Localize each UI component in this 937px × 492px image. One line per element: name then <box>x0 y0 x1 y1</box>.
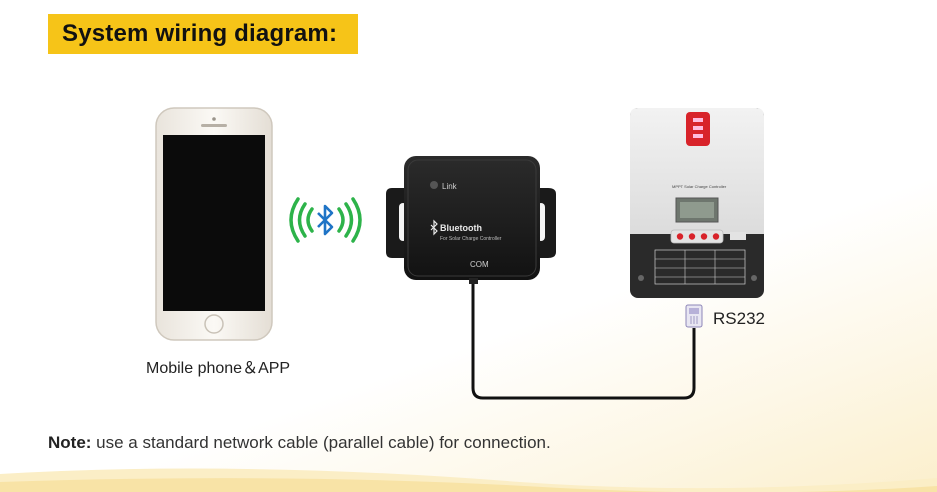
solar-charge-controller <box>630 108 764 298</box>
rs232-port-label: RS232 <box>713 309 765 328</box>
bluetooth-sub-label: For Solar Charge Controller <box>440 236 502 242</box>
note-prefix: Note: <box>48 433 92 452</box>
rj45-connector-icon <box>685 304 703 328</box>
bottom-wave-decoration <box>0 468 937 492</box>
com-port-label: COM <box>470 260 489 269</box>
bluetooth-logo-icon <box>430 219 438 236</box>
mobile-phone-label: Mobile phone＆APP <box>146 360 291 377</box>
mobile-phone <box>155 107 273 341</box>
bluetooth-module <box>386 156 556 284</box>
bluetooth-wireless-icon <box>289 197 362 243</box>
controller-panel-title: MPPT Solar Charge Controller <box>672 184 727 189</box>
page-title: System wiring diagram: <box>62 20 338 47</box>
note-text: use a standard network cable (parallel c… <box>91 433 551 452</box>
network-cable <box>471 280 696 400</box>
bluetooth-brand-label: Bluetooth <box>440 223 482 233</box>
connection-note: Note: use a standard network cable (para… <box>48 433 551 453</box>
title-banner: System wiring diagram: <box>48 14 358 54</box>
link-indicator-label: Link <box>442 182 458 191</box>
